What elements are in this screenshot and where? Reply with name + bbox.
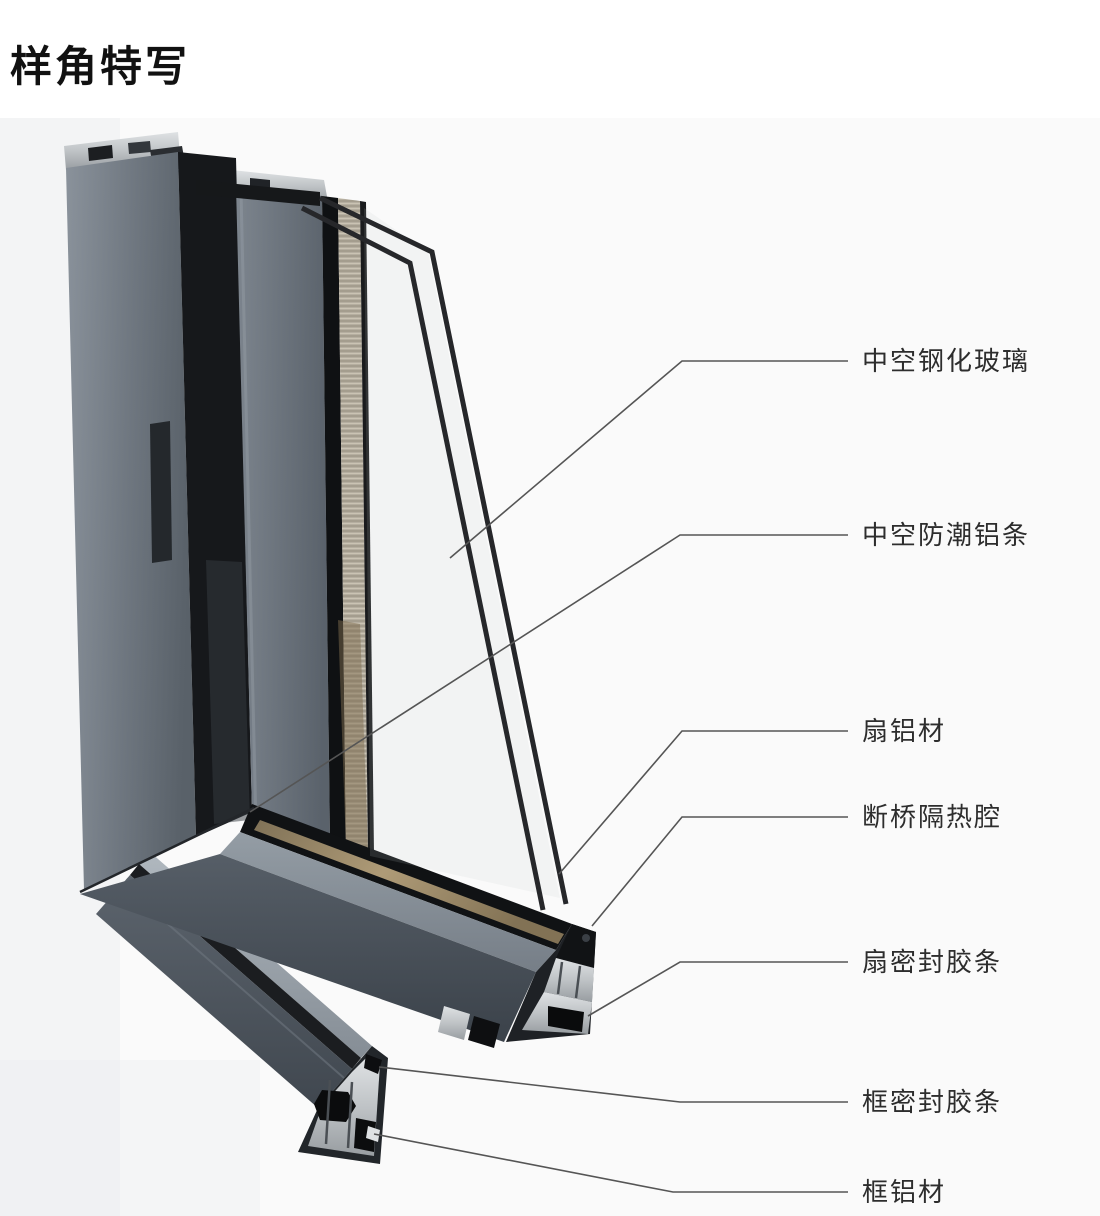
leader-sash-aluminum-profile — [558, 730, 848, 875]
label-frame-aluminum-profile: 框铝材 — [862, 1177, 946, 1207]
frame-cut-channel-slot — [354, 1118, 376, 1152]
glass-edge-dark-line — [360, 201, 374, 854]
sash-cross-section — [506, 924, 596, 1042]
leader-insulated-tempered-glass — [449, 360, 848, 559]
sash-vertical-profile — [64, 132, 374, 890]
vertical-left-face — [66, 152, 196, 890]
vertical-top-hole-1 — [88, 145, 113, 161]
leader-sash-sealing-strip — [587, 961, 848, 1017]
frame-bar-front-face — [96, 875, 352, 1108]
frame-sealing-gasket — [364, 1054, 382, 1074]
label-sash-aluminum-profile: 扇铝材 — [862, 716, 946, 746]
leader-frame-sealing-strip — [378, 1066, 848, 1103]
sash-face-highlight — [239, 191, 258, 827]
leader-frame-aluminum-profile — [373, 1133, 848, 1193]
page-title: 样角特写 — [10, 43, 191, 90]
label-desiccant-aluminum-spacer: 中空防潮铝条 — [862, 520, 1030, 550]
sash-cut-web-1 — [556, 961, 564, 995]
leader-desiccant-aluminum-spacer — [249, 534, 848, 813]
horizontal-spacer-strip — [254, 820, 564, 944]
glazing-bead-dark-strip — [322, 196, 346, 848]
sash-cut-silver-interior — [544, 958, 594, 1002]
hardware-groove — [150, 421, 172, 563]
frame-cut-web-1 — [324, 1079, 332, 1145]
insulated-glass-unit — [300, 195, 569, 911]
sash-inner-face — [236, 186, 330, 842]
frame-thermal-break-cavity — [314, 1090, 356, 1122]
spacer-bronze-glint — [338, 620, 368, 852]
leader-thermal-break-cavity — [591, 816, 848, 927]
miter-seam — [79, 806, 255, 894]
label-insulated-tempered-glass: 中空钢化玻璃 — [862, 346, 1030, 376]
sash-cut-screw-port — [582, 934, 590, 942]
frame-cut-silver-lip — [366, 1126, 380, 1142]
horizontal-front-face — [80, 854, 536, 1042]
glass-pane-outline-inner — [300, 205, 546, 911]
sash-sealing-gasket — [548, 1006, 584, 1032]
label-sash-sealing-strip: 扇密封胶条 — [862, 947, 1002, 977]
sash-cut-web-2 — [574, 965, 582, 999]
label-frame-sealing-strip: 框密封胶条 — [862, 1087, 1002, 1117]
sash-bottom-silver-bit-1 — [438, 1006, 470, 1040]
glass-tint — [364, 208, 560, 898]
part-labels: 中空钢化玻璃 中空防潮铝条 扇铝材 断桥隔热腔 扇密封胶条 框密封胶条 框铝材 — [862, 346, 1030, 1207]
bottom-left-vignette — [0, 1060, 260, 1216]
glass-unit-top-cap — [196, 180, 320, 206]
channel-reflection — [206, 560, 250, 824]
sash-horizontal-profile — [79, 804, 596, 1048]
frame-bar-cross-section — [298, 1046, 388, 1164]
glass-pane-outline-outer — [318, 195, 569, 905]
leader-lines — [249, 360, 848, 1193]
sash-bottom-dark-bit — [468, 1016, 500, 1048]
frame-cut-web-2 — [346, 1081, 354, 1149]
horizontal-top-face — [220, 832, 556, 972]
vertical-top-hole-2 — [128, 141, 151, 154]
label-thermal-break-cavity: 断桥隔热腔 — [862, 802, 1002, 832]
